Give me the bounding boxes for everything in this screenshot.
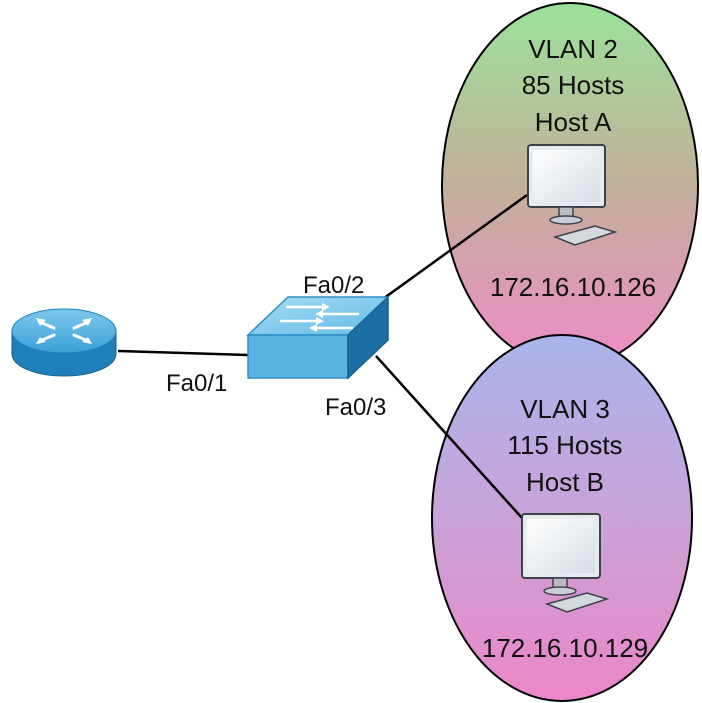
host-b-computer-icon[interactable] bbox=[521, 513, 610, 613]
vlan3-ip-address: 172.16.10.129 bbox=[482, 633, 648, 663]
vlan2-name: VLAN 2 bbox=[528, 34, 618, 64]
port-label-fa0-3: Fa0/3 bbox=[325, 394, 386, 421]
vlan2-ip-address: 172.16.10.126 bbox=[490, 272, 656, 302]
port-label-fa0-2: Fa0/2 bbox=[303, 272, 364, 299]
switch-icon[interactable] bbox=[246, 295, 390, 380]
vlan3-host-count: 115 Hosts bbox=[507, 430, 622, 460]
switch-host-a-link bbox=[361, 193, 528, 316]
links bbox=[117, 193, 528, 519]
router-switch-link bbox=[117, 349, 249, 357]
vlan2-host-name: Host A bbox=[535, 107, 612, 137]
switch-host-b-link bbox=[375, 355, 523, 519]
vlan3-host-name: Host B bbox=[526, 467, 604, 497]
port-label-fa0-1: Fa0/1 bbox=[166, 370, 227, 397]
router-icon[interactable] bbox=[11, 308, 117, 377]
vlan3-name: VLAN 3 bbox=[520, 394, 610, 424]
vlan2-host-count: 85 Hosts bbox=[522, 70, 625, 100]
host-a-computer-icon[interactable] bbox=[527, 144, 618, 246]
